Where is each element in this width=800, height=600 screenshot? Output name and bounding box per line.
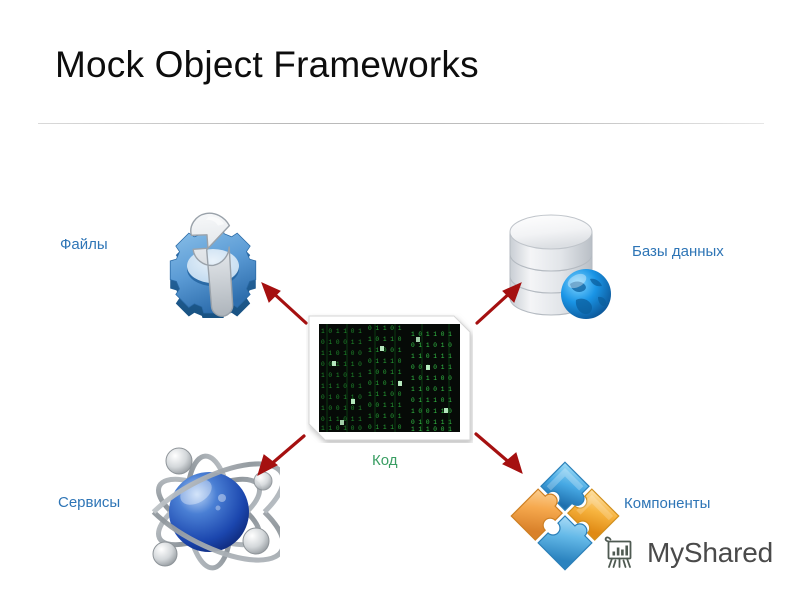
arrow-to-components [472, 430, 526, 476]
svg-text:0 1 0 1 1 1: 0 1 0 1 1 1 [411, 419, 452, 426]
svg-text:1 0 0 1 0 1: 1 0 0 1 0 1 [321, 405, 362, 412]
svg-text:0 1 0 1 1: 0 1 0 1 1 [368, 380, 402, 387]
svg-text:0 1 1 0 1: 0 1 1 0 1 [368, 325, 402, 332]
code-card: 1 0 1 1 0 1 0 1 0 0 1 1 1 1 0 1 0 0 0 0 1 … [306, 313, 473, 443]
title-divider [38, 123, 764, 124]
svg-text:1 0 1 1 0: 1 0 1 1 0 [368, 336, 402, 343]
node-label-code: Код [372, 452, 398, 469]
arrow-to-databases [473, 281, 525, 327]
svg-text:0 1 0 0 1 1: 0 1 0 0 1 1 [321, 339, 362, 346]
svg-text:1 1 1 0 0 1: 1 1 1 0 0 1 [411, 426, 452, 433]
svg-text:1 0 1 1 0 0: 1 0 1 1 0 0 [411, 375, 452, 382]
svg-text:1 1 0 1 0 0: 1 1 0 1 0 0 [321, 425, 362, 432]
svg-text:0 0 1 0 1 1: 0 0 1 0 1 1 [411, 364, 452, 371]
svg-text:0 1 0 1 1 0: 0 1 0 1 1 0 [321, 394, 362, 401]
arrow-to-services [254, 432, 308, 478]
svg-text:0 0 1 1 1: 0 0 1 1 1 [368, 402, 402, 409]
flipchart-barchart-icon [602, 536, 638, 570]
svg-text:0 1 1 1 0: 0 1 1 1 0 [368, 424, 402, 431]
svg-text:0 1 1 0 1 1: 0 1 1 0 1 1 [321, 416, 362, 423]
watermark-text: MyShared [647, 537, 774, 568]
node-label-databases: Базы данных [632, 243, 724, 260]
svg-text:1 1 1 0 0 1: 1 1 1 0 0 1 [321, 383, 362, 390]
svg-text:1 0 1 0 1: 1 0 1 0 1 [368, 413, 402, 420]
svg-text:1 1 0 0 1 1: 1 1 0 0 1 1 [411, 386, 452, 393]
svg-text:0 1 1 0 1 0: 0 1 1 0 1 0 [411, 342, 452, 349]
node-label-files: Файлы [60, 236, 108, 253]
node-label-components: Компоненты [624, 495, 711, 512]
database-globe-icon [498, 198, 622, 324]
puzzle-pieces-icon [503, 457, 627, 575]
svg-text:1 1 1 0 0: 1 1 1 0 0 [368, 391, 402, 398]
svg-text:1 0 1 0 1 1: 1 0 1 0 1 1 [321, 372, 362, 379]
svg-text:1 0 0 1 1: 1 0 0 1 1 [368, 369, 402, 376]
page-title: Mock Object Frameworks [55, 44, 479, 85]
svg-text:1 1 0 1 0 0: 1 1 0 1 0 0 [321, 350, 362, 357]
node-label-services: Сервисы [58, 494, 121, 511]
gear-wrench-icon [143, 196, 273, 318]
svg-text:0 1 1 1 0 1: 0 1 1 1 0 1 [411, 397, 452, 404]
svg-text:1 0 0 1 1 0: 1 0 0 1 1 0 [411, 408, 452, 415]
watermark: MyShared [602, 536, 773, 570]
svg-text:0 1 1 1 0: 0 1 1 1 0 [368, 358, 402, 365]
svg-text:1 0 1 1 0 1: 1 0 1 1 0 1 [411, 331, 452, 338]
atom-services-icon [138, 442, 280, 578]
arrow-to-files [258, 281, 310, 327]
svg-text:1 0 1 1 0 1: 1 0 1 1 0 1 [321, 328, 362, 335]
svg-text:0 0 1 1 1 0: 0 0 1 1 1 0 [321, 361, 362, 368]
svg-text:1 1 0 0 1: 1 1 0 0 1 [368, 347, 402, 354]
svg-text:1 1 0 1 1 1: 1 1 0 1 1 1 [411, 353, 452, 360]
